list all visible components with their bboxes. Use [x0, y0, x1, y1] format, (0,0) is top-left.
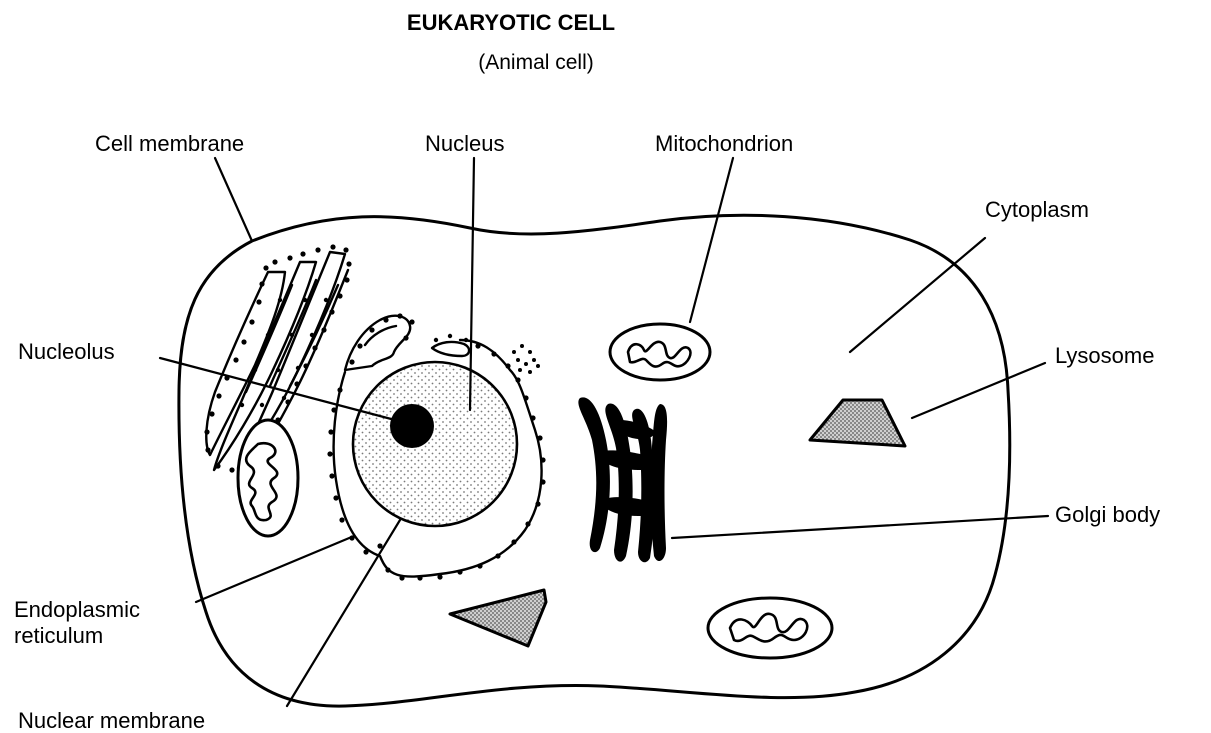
label-lysosome: Lysosome — [1055, 343, 1154, 368]
leader-mitochondrion — [690, 158, 733, 322]
label-nuclear-membrane: Nuclear membrane — [18, 708, 205, 733]
lysosome-right — [810, 400, 905, 446]
leader-cytoplasm — [850, 238, 985, 352]
golgi-body — [578, 397, 667, 562]
label-nucleus: Nucleus — [425, 131, 504, 156]
mitochondrion-top — [610, 324, 710, 380]
label-endoplasmic-reticulum-line1: Endoplasmic — [14, 597, 140, 622]
leader-cell-membrane — [215, 158, 252, 241]
label-endoplasmic-reticulum-line2: reticulum — [14, 623, 103, 648]
nucleus — [353, 362, 517, 526]
label-nucleolus: Nucleolus — [18, 339, 115, 364]
leader-nuclear-membrane — [287, 520, 400, 706]
label-cell-membrane: Cell membrane — [95, 131, 244, 156]
leader-golgi-body — [672, 516, 1048, 538]
label-cytoplasm: Cytoplasm — [985, 197, 1089, 222]
lysosome-bottom — [450, 590, 546, 646]
mitochondrion-left — [238, 420, 298, 536]
mitochondrion-bottom — [708, 598, 832, 658]
diagram-subtitle: (Animal cell) — [478, 51, 594, 74]
label-mitochondrion: Mitochondrion — [655, 131, 793, 156]
nucleolus — [390, 404, 434, 448]
label-golgi-body: Golgi body — [1055, 502, 1160, 527]
diagram-title: EUKARYOTIC CELL — [407, 10, 615, 35]
leader-endoplasmic-reticulum — [196, 536, 354, 602]
cell-membrane-outline — [179, 215, 1010, 706]
leader-lysosome — [912, 363, 1045, 418]
